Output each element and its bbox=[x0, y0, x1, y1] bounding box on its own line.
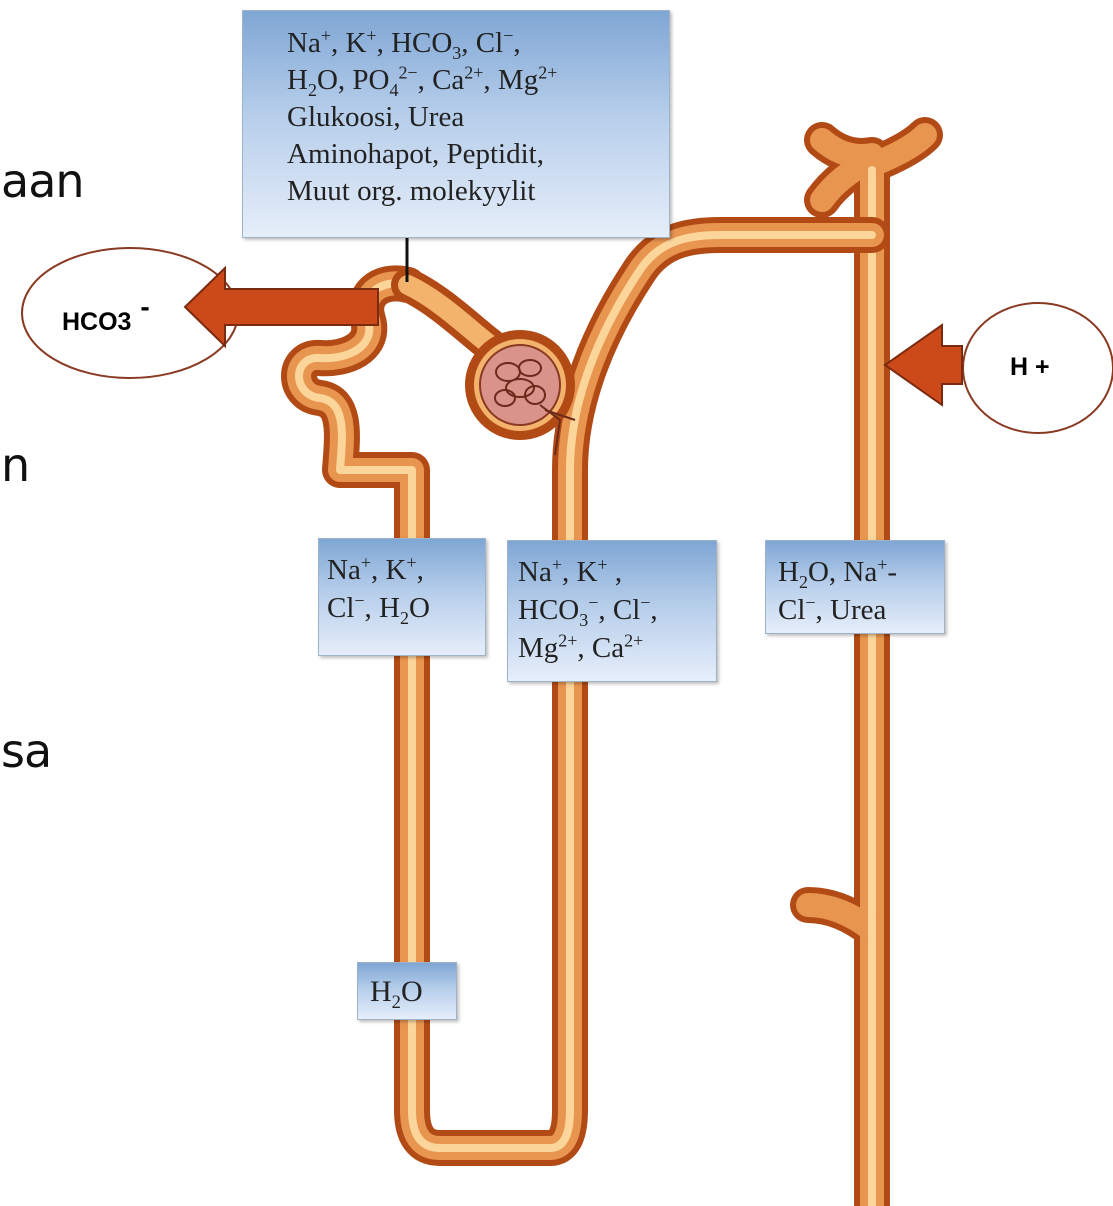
collecting-duct bbox=[808, 135, 925, 1206]
hydrogen-label: H + bbox=[1010, 353, 1050, 382]
filtrate-line-3: Glukoosi, Urea bbox=[287, 99, 669, 136]
filtrate-line-2: H2O, PO42−, Ca2+, Mg2+ bbox=[287, 62, 669, 99]
bicarbonate-label: HCO3 - bbox=[62, 305, 148, 337]
loop-line-1: H2O bbox=[370, 973, 456, 1011]
hydrogen-arrow bbox=[885, 325, 962, 405]
bowmans-capsule bbox=[465, 330, 575, 455]
left-text-fragment-2: n bbox=[1, 442, 29, 488]
left-text-fragment-3: sa bbox=[1, 728, 51, 774]
collecting-line-1: H2O, Na+- bbox=[778, 553, 944, 591]
filtrate-line-4: Aminohapot, Peptidit, bbox=[287, 136, 669, 173]
filtrate-composition-label: Na+, K+, HCO3, Cl−, H2O, PO42−, Ca2+, Mg… bbox=[242, 10, 670, 238]
descending-line-2: Cl−, H2O bbox=[327, 589, 485, 627]
collecting-line-2: Cl−, Urea bbox=[778, 591, 944, 629]
ascending-line-2: HCO3−, Cl−, bbox=[518, 591, 716, 629]
descending-limb-label: Na+, K+, Cl−, H2O bbox=[318, 538, 486, 656]
descending-line-1: Na+, K+, bbox=[327, 551, 485, 589]
filtrate-line-5: Muut org. molekyylit bbox=[287, 173, 669, 210]
filtrate-line-1: Na+, K+, HCO3, Cl−, bbox=[287, 25, 669, 62]
ascending-line-3: Mg2+, Ca2+ bbox=[518, 629, 716, 667]
bicarbonate-sign: - bbox=[140, 291, 149, 322]
ascending-limb-label: Na+, K+ , HCO3−, Cl−, Mg2+, Ca2+ bbox=[507, 540, 717, 682]
loop-of-henle-label: H2O bbox=[357, 962, 457, 1020]
left-text-fragment-1: aan bbox=[1, 158, 84, 204]
ascending-line-1: Na+, K+ , bbox=[518, 553, 716, 591]
proximal-convoluted-tubule bbox=[408, 285, 490, 345]
collecting-duct-label: H2O, Na+- Cl−, Urea bbox=[765, 540, 945, 634]
bicarbonate-text: HCO3 bbox=[62, 308, 131, 336]
